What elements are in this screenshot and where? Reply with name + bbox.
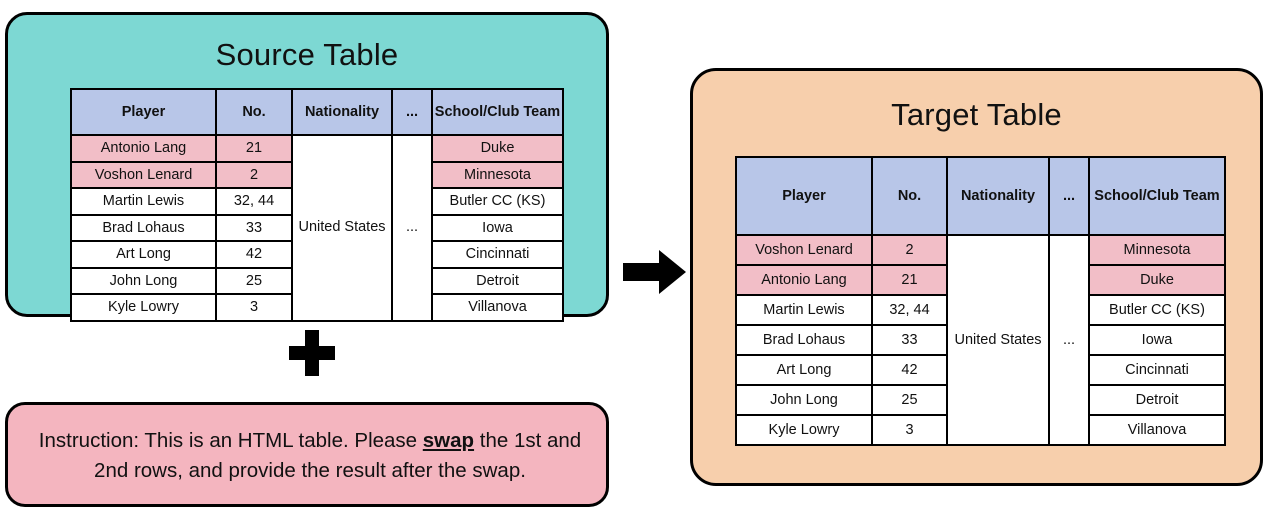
target-cell-team-4: Cincinnati	[1088, 354, 1226, 386]
source-header-player: Player	[70, 88, 217, 136]
table-row: Kyle Lowry 3 Villanova	[735, 414, 1226, 446]
plus-icon	[289, 330, 335, 376]
target-cell-no-6: 3	[871, 414, 948, 446]
instruction-suffix: the 1st and 2nd rows, and provide the re…	[94, 429, 582, 482]
source-cell-player-5: John Long	[70, 266, 217, 295]
target-cell-player-3: Brad Lohaus	[735, 324, 873, 356]
table-row: Art Long 42 Cincinnati	[70, 240, 564, 269]
source-cell-no-1: 2	[215, 160, 293, 189]
target-header-no: No.	[871, 156, 948, 236]
target-header-player: Player	[735, 156, 873, 236]
target-cell-team-6: Villanova	[1088, 414, 1226, 446]
source-header-no: No.	[215, 88, 293, 136]
target-cell-ellipsis-merged: ...	[1048, 234, 1090, 446]
target-cell-team-3: Iowa	[1088, 324, 1226, 356]
arrow-right-icon	[623, 248, 687, 296]
target-table: Player No. Nationality ... School/Club T…	[735, 156, 1226, 446]
table-row: Martin Lewis 32, 44 Butler CC (KS)	[70, 187, 564, 216]
source-cell-no-3: 33	[215, 213, 293, 242]
instruction-panel: Instruction: This is an HTML table. Plea…	[5, 402, 609, 507]
source-cell-team-0: Duke	[431, 134, 564, 163]
source-cell-team-6: Villanova	[431, 293, 564, 322]
source-cell-player-3: Brad Lohaus	[70, 213, 217, 242]
instruction-emphasis: swap	[422, 429, 475, 452]
target-header-nationality: Nationality	[946, 156, 1050, 236]
table-row: Antonio Lang 21 Duke	[735, 264, 1226, 296]
source-cell-team-2: Butler CC (KS)	[431, 187, 564, 216]
target-table-header-row: Player No. Nationality ... School/Club T…	[735, 156, 1226, 236]
target-cell-no-1: 21	[871, 264, 948, 296]
source-cell-player-4: Art Long	[70, 240, 217, 269]
source-cell-team-3: Iowa	[431, 213, 564, 242]
table-row: Art Long 42 Cincinnati	[735, 354, 1226, 386]
source-header-school-club-team: School/Club Team	[431, 88, 564, 136]
source-cell-player-2: Martin Lewis	[70, 187, 217, 216]
target-cell-no-3: 33	[871, 324, 948, 356]
target-cell-player-4: Art Long	[735, 354, 873, 386]
target-cell-team-1: Duke	[1088, 264, 1226, 296]
source-cell-nationality-merged: United States	[291, 134, 393, 322]
target-header-school-club-team: School/Club Team	[1088, 156, 1226, 236]
target-cell-no-4: 42	[871, 354, 948, 386]
target-cell-player-2: Martin Lewis	[735, 294, 873, 326]
target-cell-no-0: 2	[871, 234, 948, 266]
table-row: Brad Lohaus 33 Iowa	[735, 324, 1226, 356]
target-cell-nationality-merged: United States	[946, 234, 1050, 446]
table-row: Antonio Lang 21 United States ... Duke	[70, 134, 564, 322]
source-header-ellipsis: ...	[391, 88, 433, 136]
source-table: Player No. Nationality ... School/Club T…	[70, 88, 564, 322]
source-panel-title: Source Table	[215, 37, 399, 72]
source-cell-player-6: Kyle Lowry	[70, 293, 217, 322]
table-row: Martin Lewis 32, 44 Butler CC (KS)	[735, 294, 1226, 326]
target-cell-team-5: Detroit	[1088, 384, 1226, 416]
source-cell-no-6: 3	[215, 293, 293, 322]
source-cell-player-1: Voshon Lenard	[70, 160, 217, 189]
table-row: John Long 25 Detroit	[735, 384, 1226, 416]
source-cell-player-0: Antonio Lang	[70, 134, 217, 163]
table-row: John Long 25 Detroit	[70, 266, 564, 295]
target-cell-team-2: Butler CC (KS)	[1088, 294, 1226, 326]
target-cell-player-6: Kyle Lowry	[735, 414, 873, 446]
source-header-nationality: Nationality	[291, 88, 393, 136]
source-cell-team-1: Minnesota	[431, 160, 564, 189]
table-row: Voshon Lenard 2 Minnesota	[70, 160, 564, 189]
target-cell-no-2: 32, 44	[871, 294, 948, 326]
source-cell-no-0: 21	[215, 134, 293, 163]
source-table-header-row: Player No. Nationality ... School/Club T…	[70, 88, 564, 136]
table-row: Voshon Lenard 2 United States ... Minnes…	[735, 234, 1226, 446]
source-cell-no-4: 42	[215, 240, 293, 269]
source-table-panel: Source Table Player No. Nationality ... …	[5, 12, 609, 322]
target-cell-player-1: Antonio Lang	[735, 264, 873, 296]
source-cell-team-5: Detroit	[431, 266, 564, 295]
target-panel-title: Target Table	[891, 97, 1062, 132]
instruction-prefix: Instruction: This is an HTML table. Plea…	[38, 429, 423, 452]
source-cell-no-5: 25	[215, 266, 293, 295]
target-cell-player-5: John Long	[735, 384, 873, 416]
target-cell-team-0: Minnesota	[1088, 234, 1226, 266]
target-table-panel: Target Table Player No. Nationality ... …	[690, 68, 1263, 486]
source-cell-team-4: Cincinnati	[431, 240, 564, 269]
target-cell-player-0: Voshon Lenard	[735, 234, 873, 266]
target-header-ellipsis: ...	[1048, 156, 1090, 236]
source-cell-no-2: 32, 44	[215, 187, 293, 216]
target-cell-no-5: 25	[871, 384, 948, 416]
instruction-text: Instruction: This is an HTML table. Plea…	[26, 426, 594, 485]
table-row: Kyle Lowry 3 Villanova	[70, 293, 564, 322]
source-cell-ellipsis-merged: ...	[391, 134, 433, 322]
